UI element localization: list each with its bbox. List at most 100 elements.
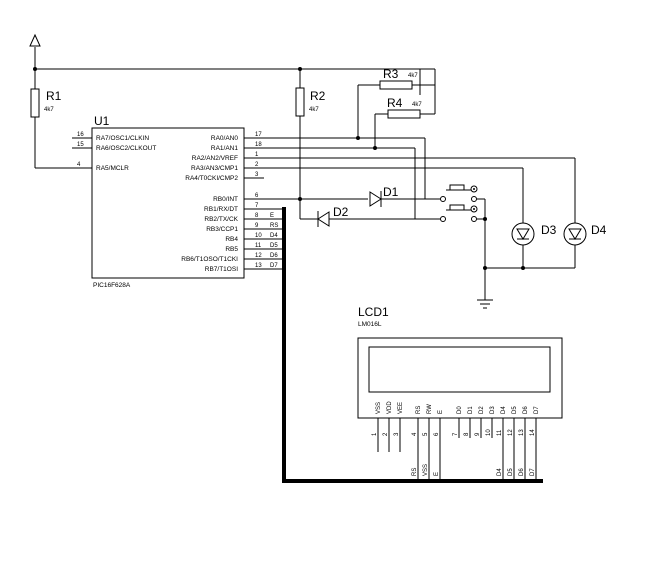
diode-d2: D2 bbox=[299, 199, 440, 227]
lcd-pin-name: D4 bbox=[501, 406, 507, 414]
lcd-bus-label: D6 bbox=[519, 468, 525, 476]
lcd-pin-number: 7 bbox=[453, 432, 459, 436]
lcd-pin-number: 2 bbox=[383, 432, 389, 436]
u1-pin-name: RB3/CCP1 bbox=[206, 226, 238, 233]
resistor-r1: R1 4k7 bbox=[30, 69, 92, 169]
u1-pin-number: 12 bbox=[255, 253, 262, 259]
data-bus bbox=[282, 207, 543, 483]
u1-pin-number: 4 bbox=[77, 162, 81, 168]
lcd-pin-number: 1 bbox=[372, 432, 378, 436]
u1-pin-number: 15 bbox=[77, 142, 84, 148]
lcd-ref: LCD1 bbox=[358, 305, 389, 319]
lcd-pin-number: 10 bbox=[486, 429, 492, 436]
ra-wiring bbox=[264, 136, 576, 223]
u1-pin-number: 10 bbox=[255, 233, 262, 239]
u1-pin-name: RB5 bbox=[225, 246, 238, 253]
u1-pin-name: RB1/RX/DT bbox=[204, 206, 238, 213]
u1-pin-number: 17 bbox=[255, 132, 262, 138]
u1-pin-number: 7 bbox=[255, 203, 259, 209]
r3-ref: R3 bbox=[383, 67, 399, 81]
push-button-2[interactable] bbox=[440, 204, 478, 222]
d3-ref: D3 bbox=[541, 223, 557, 237]
lcd-pin-name: D1 bbox=[468, 406, 474, 414]
u1-pin-name: RA4/T0CKI/CMP2 bbox=[185, 175, 238, 182]
lcd-display: LCD1 LM016L VSS1VDD2VEE3RS4RW5E6D07D18D2… bbox=[357, 305, 563, 481]
u1-part: PIC16F628A bbox=[93, 282, 131, 289]
lcd-pin-name: D6 bbox=[523, 406, 529, 414]
lcd-pin-number: 9 bbox=[475, 432, 481, 436]
u1-pin-number: 11 bbox=[255, 243, 262, 249]
diode-d1: D1 bbox=[264, 185, 440, 207]
lcd-pin-number: 6 bbox=[434, 432, 440, 436]
u1-pin-name: RB0/INT bbox=[213, 196, 238, 203]
lcd-pin-number: 3 bbox=[394, 432, 400, 436]
u1-pin-number: 3 bbox=[255, 172, 259, 178]
net-label: D5 bbox=[270, 243, 278, 249]
net-label: D4 bbox=[270, 233, 278, 239]
lcd-part: LM016L bbox=[358, 321, 382, 328]
u1-pin-name: RA1/AN1 bbox=[211, 145, 238, 152]
net-label: D6 bbox=[270, 253, 278, 259]
lcd-pin-name: VSS bbox=[376, 402, 382, 414]
u1-ref: U1 bbox=[94, 114, 110, 128]
u1-pin-name: RA0/AN0 bbox=[211, 135, 238, 142]
lcd-bus-label: D4 bbox=[497, 468, 503, 476]
push-button-1[interactable] bbox=[440, 184, 478, 202]
u1-pin-name: RB6/T1OSO/T1CKI bbox=[181, 256, 238, 263]
lcd-pin-name: D0 bbox=[457, 406, 463, 414]
u1-pin-number: 16 bbox=[77, 132, 84, 138]
resistor-r3: R3 4k7 bbox=[357, 67, 435, 138]
r2-ref: R2 bbox=[310, 89, 326, 103]
u1-pin-name: RA2/AN2/VREF bbox=[192, 155, 238, 162]
u1-pin-name: RA7/OSC1/CLKIN bbox=[96, 135, 149, 142]
r4-ref: R4 bbox=[387, 96, 403, 110]
u1-pin-number: 2 bbox=[255, 162, 259, 168]
net-label: E bbox=[270, 213, 274, 219]
lcd-bus-label: D5 bbox=[508, 468, 514, 476]
resistor-r4: R4 4k7 bbox=[374, 96, 435, 148]
u1-pin-number: 9 bbox=[255, 223, 259, 229]
lcd-bus-labels: RS VSS E D4 D5 D6 D7 bbox=[412, 464, 536, 476]
u1-pin-number: 13 bbox=[255, 263, 262, 269]
r1-ref: R1 bbox=[46, 89, 62, 103]
vcc-symbol bbox=[29, 33, 41, 70]
lcd-bus-label: RS bbox=[412, 468, 418, 476]
d2-ref: D2 bbox=[333, 205, 349, 219]
lcd-pin-name: RS bbox=[416, 406, 422, 414]
d1-ref: D1 bbox=[383, 185, 399, 199]
led-d3: D3 bbox=[511, 222, 557, 246]
r4-value: 4k7 bbox=[412, 102, 422, 108]
ground-icon bbox=[477, 299, 493, 309]
lcd-pin-number: 5 bbox=[423, 432, 429, 436]
u1-pin-number: 6 bbox=[255, 193, 259, 199]
lcd-pin-number: 12 bbox=[508, 429, 514, 436]
lcd-pin-name: D3 bbox=[490, 406, 496, 414]
resistor-r2: R2 4k7 bbox=[295, 69, 326, 201]
u1-pin-name: RB2/TX/CK bbox=[204, 216, 238, 223]
lcd-bus-label: E bbox=[434, 472, 440, 476]
lcd-bus-label: VSS bbox=[423, 464, 429, 476]
lcd-pin-name: RW bbox=[427, 404, 433, 414]
lcd-pin-number: 4 bbox=[412, 432, 418, 436]
lcd-bus-label: D7 bbox=[530, 468, 536, 476]
lcd-pin-name: D2 bbox=[479, 406, 485, 414]
u1-pin-name: RB7/T1OSI bbox=[205, 266, 238, 273]
lcd-pin-number: 8 bbox=[464, 432, 470, 436]
lcd-pin-number: 11 bbox=[497, 429, 503, 436]
d4-ref: D4 bbox=[591, 223, 607, 237]
u1-pin-number: 18 bbox=[255, 142, 262, 148]
vcc-rail bbox=[33, 67, 436, 95]
lcd-pin-name: VEE bbox=[398, 402, 404, 414]
u1-pin-name: RA3/AN3/CMP1 bbox=[191, 165, 238, 172]
net-label: RS bbox=[270, 223, 278, 229]
lcd-pin-number: 13 bbox=[519, 429, 525, 436]
lcd-pins: VSS1VDD2VEE3RS4RW5E6D07D18D29D310D411D51… bbox=[372, 401, 540, 481]
lcd-pin-name: D5 bbox=[512, 406, 518, 414]
lcd-pin-name: VDD bbox=[387, 401, 393, 414]
u1-pin-number: 1 bbox=[255, 152, 259, 158]
